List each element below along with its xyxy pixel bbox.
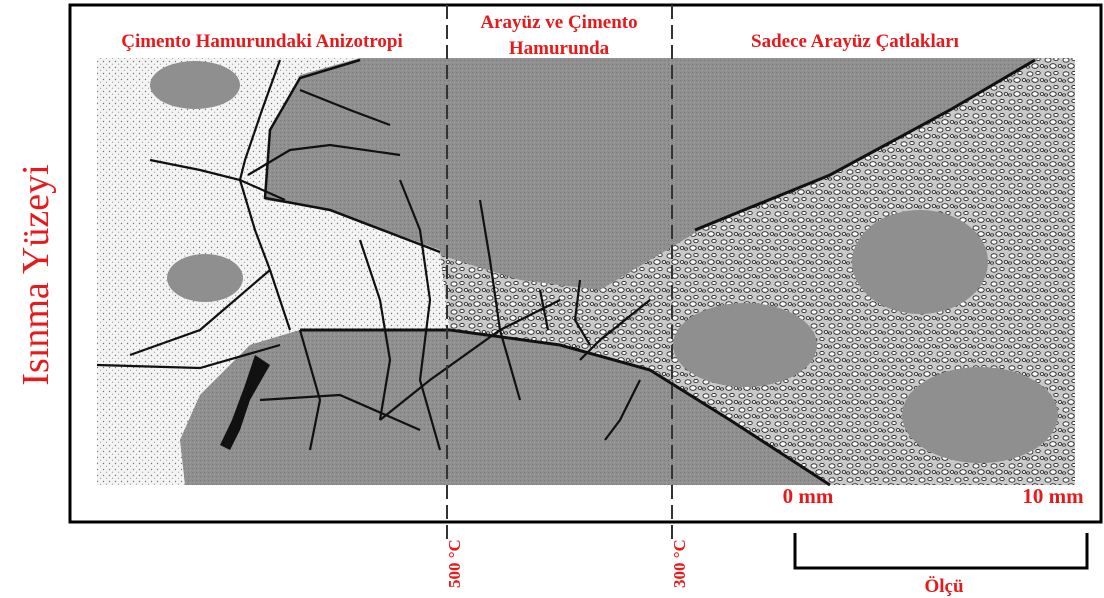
crack-branch-5 bbox=[96, 343, 281, 370]
zone-title-anisotropy: Çimento Hamurundaki Anizotropi bbox=[121, 31, 403, 52]
aggregate-blob-4 bbox=[167, 254, 243, 302]
crack-branch-13 bbox=[579, 299, 651, 361]
scale-caption: Ölçü bbox=[924, 576, 963, 597]
zone-title-interface-only: Sadece Arayüz Çatlakları bbox=[751, 31, 959, 52]
crack-branch-8 bbox=[398, 179, 442, 451]
interface-boundary-top bbox=[694, 58, 1036, 232]
crack-branch-9 bbox=[478, 199, 522, 401]
zone-title-interface-paste-line2: Hamurunda bbox=[509, 38, 610, 59]
temperature-label-500: 500 °C bbox=[445, 539, 464, 588]
aggregate-lower-left bbox=[180, 330, 830, 485]
aggregate-blob-1 bbox=[852, 210, 988, 314]
crack-branch-3 bbox=[299, 88, 391, 127]
scale-start-label: 0 mm bbox=[783, 484, 834, 508]
void-crack-blackened bbox=[220, 355, 270, 450]
aggregate-blob-2 bbox=[673, 303, 817, 387]
crack-branch-2 bbox=[247, 143, 401, 176]
crack-branch-12 bbox=[573, 279, 591, 346]
zone-title-interface-paste-line1: Arayüz ve Çimento bbox=[480, 12, 637, 33]
cement-paste-region bbox=[97, 58, 450, 485]
specimen-cross-section bbox=[96, 58, 1075, 487]
crack-branch-11 bbox=[538, 289, 550, 331]
aggregate-blob-3 bbox=[902, 367, 1058, 463]
scale-bar: 0 mm 10 mm Ölçü bbox=[783, 484, 1089, 597]
temperature-label-300: 300 °C bbox=[670, 539, 689, 588]
aggregate-blob-5 bbox=[150, 61, 240, 109]
interface-pebble-band bbox=[440, 58, 1075, 485]
scale-end-label: 10 mm bbox=[1022, 484, 1084, 508]
interface-boundary-bottom bbox=[300, 328, 831, 487]
crack-branch-7 bbox=[358, 239, 392, 421]
crack-network bbox=[96, 59, 651, 451]
heating-surface-label: Isınma Yüzeyi bbox=[15, 164, 57, 385]
scale-bracket bbox=[793, 533, 1089, 570]
crack-branch-15 bbox=[259, 393, 421, 432]
crack-branch-10 bbox=[379, 299, 561, 421]
crack-branch-6 bbox=[298, 329, 322, 451]
crack-branch-14 bbox=[604, 379, 641, 441]
crack-branch-4 bbox=[129, 269, 271, 357]
crack-branch-1 bbox=[149, 158, 286, 202]
